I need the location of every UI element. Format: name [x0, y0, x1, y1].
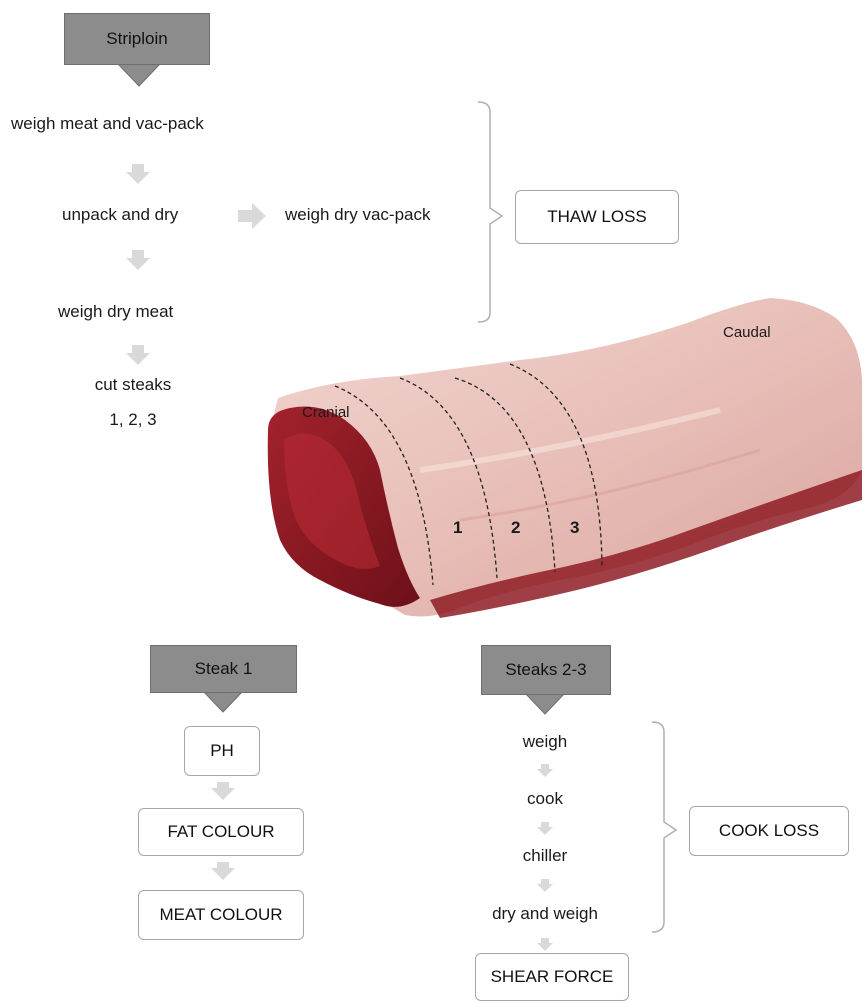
caudal-label: Caudal — [723, 324, 771, 341]
striploin-down-arrows — [126, 164, 150, 365]
steaks23-header: Steaks 2-3 — [481, 645, 611, 695]
step-dry-and-weigh: dry and weigh — [470, 904, 620, 924]
steak1-header-arrow-icon — [202, 690, 244, 712]
striploin-header: Striploin — [64, 13, 210, 65]
step-steak-numbers: 1, 2, 3 — [78, 410, 188, 430]
meat-colour-box: MEAT COLOUR — [138, 890, 304, 940]
step-weigh: weigh — [470, 732, 620, 752]
thaw-loss-box: THAW LOSS — [515, 190, 679, 244]
down-arrow-icon — [537, 938, 553, 951]
cranial-label: Cranial — [302, 404, 350, 421]
thaw-loss-bracket — [478, 102, 502, 322]
step-weigh-dry-vac-pack: weigh dry vac-pack — [285, 205, 431, 225]
fat-colour-box: FAT COLOUR — [138, 808, 304, 856]
step-weigh-meat-vac-pack: weigh meat and vac-pack — [11, 114, 204, 134]
down-arrow-icon — [126, 250, 150, 270]
steak1-header: Steak 1 — [150, 645, 297, 693]
steak-number-3: 3 — [570, 518, 579, 538]
cook-loss-box: COOK LOSS — [689, 806, 849, 856]
down-arrow-icon — [126, 345, 150, 365]
shear-force-box: SHEAR FORCE — [475, 953, 629, 1001]
steak-number-1: 1 — [453, 518, 462, 538]
steaks23-header-arrow-icon — [524, 692, 566, 714]
step-cook: cook — [470, 789, 620, 809]
step-cut-steaks: cut steaks — [78, 375, 188, 395]
down-arrow-icon — [537, 879, 553, 892]
down-arrow-icon — [537, 822, 553, 835]
down-arrow-icon — [537, 764, 553, 777]
steak-number-2: 2 — [511, 518, 520, 538]
right-arrow-icon — [238, 203, 266, 229]
down-arrow-icon — [126, 164, 150, 184]
striploin-meat-image — [268, 298, 862, 618]
step-chiller: chiller — [470, 846, 620, 866]
down-arrow-icon — [211, 782, 235, 800]
ph-box: PH — [184, 726, 260, 776]
down-arrow-icon — [211, 862, 235, 880]
step-unpack-and-dry: unpack and dry — [62, 205, 178, 225]
striploin-header-arrow-icon — [118, 64, 160, 86]
step-weigh-dry-meat: weigh dry meat — [58, 302, 173, 322]
cook-loss-bracket — [652, 722, 676, 932]
